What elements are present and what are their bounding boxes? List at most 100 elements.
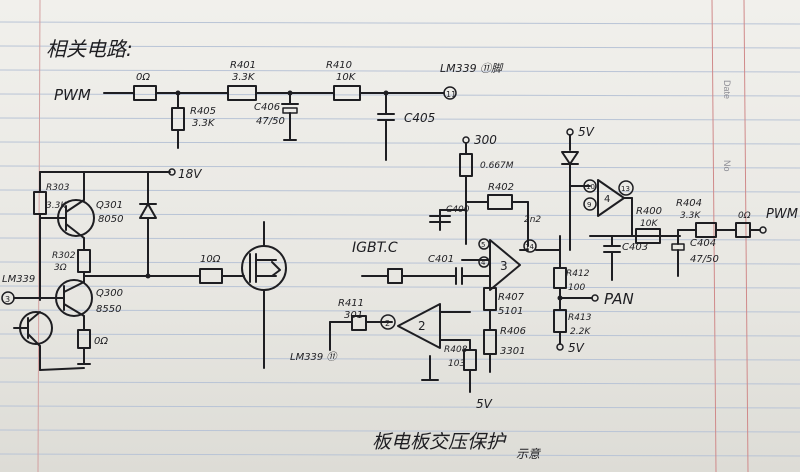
- label-r302: R302: [52, 251, 76, 261]
- resistor-r401: [227, 85, 257, 101]
- resistor-r407: [483, 287, 497, 311]
- label-pan: PAN: [604, 290, 634, 308]
- label-pwm-out: PWM: [766, 207, 798, 222]
- label-r413: R413: [568, 313, 592, 323]
- q300-emitter: [63, 303, 85, 317]
- resistor-r-gate: [199, 268, 223, 284]
- label-r408: R408: [444, 345, 468, 355]
- pin-13: 13: [621, 185, 630, 193]
- comparator-4: [597, 179, 625, 217]
- pin-2: 2: [385, 319, 390, 328]
- pin-5-circle: [478, 238, 490, 250]
- label-q300-type: 8550: [96, 304, 121, 315]
- pin-14-circle: [523, 239, 537, 253]
- label-c405: C405: [404, 111, 435, 125]
- label-c406: C406: [254, 102, 280, 113]
- resistor-r406: [483, 329, 497, 355]
- label-c406-val: 47/50: [256, 116, 285, 127]
- label-q301: Q301: [96, 200, 123, 211]
- resistor-r405: [171, 107, 185, 131]
- q301-collector: [65, 199, 85, 213]
- terminal-pwm-out: [759, 226, 767, 234]
- label-r411: R411: [338, 298, 364, 309]
- resistor-r412: [553, 267, 567, 289]
- label-r406-val: 3301: [500, 346, 525, 357]
- comparator-2: [397, 303, 441, 349]
- label-lm339-left: LM339: [2, 274, 35, 285]
- label-r400: R400: [636, 206, 662, 217]
- label-18v: 18V: [178, 167, 202, 181]
- label-r303-val: 3.3K: [46, 201, 67, 211]
- label-r411-val: 301: [344, 310, 363, 321]
- pin-11-circle: [443, 86, 457, 100]
- label-q300: Q300: [96, 288, 123, 299]
- label-c404: C404: [690, 238, 716, 249]
- resistor-r413: [553, 309, 567, 333]
- label-r-emit: 0Ω: [94, 336, 108, 347]
- label-comp4: 4: [604, 194, 610, 205]
- pin-13-circle: [618, 180, 634, 196]
- label-c400: C400: [446, 205, 470, 215]
- small-collector: [27, 311, 41, 323]
- resistor-r-in: [133, 85, 157, 101]
- label-q301-type: 8050: [98, 214, 123, 225]
- label-r303: R303: [46, 183, 70, 193]
- q301-emitter: [65, 223, 85, 239]
- label-r-gate: 10Ω: [200, 254, 221, 265]
- terminal-pan: [591, 294, 599, 302]
- label-r405: R405: [190, 106, 216, 117]
- resistor-r400: [635, 228, 661, 244]
- label-5v-right: 5V: [568, 341, 585, 355]
- small-emitter: [27, 333, 41, 347]
- pin-10: 10: [586, 183, 595, 191]
- label-c404-val: 47/50: [690, 254, 719, 265]
- label-300: 300: [474, 133, 497, 147]
- label-5v-bottom: 5V: [476, 397, 493, 411]
- diode-5v: [561, 151, 579, 165]
- pin-9: 9: [587, 201, 591, 209]
- label-comp3: 3: [500, 259, 508, 273]
- label-r401-val: 3.3K: [232, 72, 256, 83]
- comparator-3: [489, 239, 521, 291]
- label-r413-val: 2.2K: [570, 327, 591, 337]
- footer-extra: 示意: [516, 447, 542, 461]
- label-c403: C403: [622, 242, 648, 253]
- label-c401: C401: [428, 254, 454, 265]
- pin-2-circle: [380, 314, 396, 330]
- label-comp2: 2: [418, 319, 426, 333]
- label-r412: R412: [566, 269, 590, 279]
- terminal-18v: [168, 168, 176, 176]
- label-5v-top: 5V: [578, 125, 595, 139]
- pin-14: 14: [525, 243, 534, 251]
- wire-ground-bottom: [39, 367, 85, 371]
- label-lm339-pin11: LM339 ⑪: [290, 351, 338, 363]
- label-r401: R401: [230, 60, 256, 71]
- resistor-r303: [33, 191, 47, 215]
- label-r404: R404: [676, 198, 702, 209]
- igbt-arrow: [271, 261, 281, 277]
- resistor-r402: [487, 194, 513, 210]
- pin-5: 5: [481, 241, 485, 249]
- diode-clamp: [139, 203, 157, 219]
- label-r405-val: 3.3K: [192, 118, 216, 129]
- resistor-r-out: [735, 222, 751, 238]
- label-r-top: 0.667M: [480, 161, 514, 171]
- terminal-5v-right: [556, 343, 564, 351]
- label-pwm-in: PWM: [54, 86, 91, 104]
- pin-3: 3: [5, 295, 10, 304]
- page-heading: 相关电路:: [46, 37, 133, 61]
- label-lm339-pin: LM339 ⑪脚: [440, 62, 504, 75]
- pin-4: 4: [481, 259, 486, 267]
- resistor-r302: [77, 249, 91, 273]
- label-r407: R407: [498, 292, 525, 303]
- label-r402: R402: [488, 182, 514, 193]
- no-label: No: [722, 160, 732, 172]
- junction-gate: [145, 273, 151, 279]
- label-c-2n2: 2n2: [524, 215, 541, 225]
- label-r406: R406: [500, 326, 526, 337]
- resistor-r-top: [459, 153, 473, 177]
- q300-collector: [63, 281, 85, 293]
- pin-4-circle: [478, 256, 490, 268]
